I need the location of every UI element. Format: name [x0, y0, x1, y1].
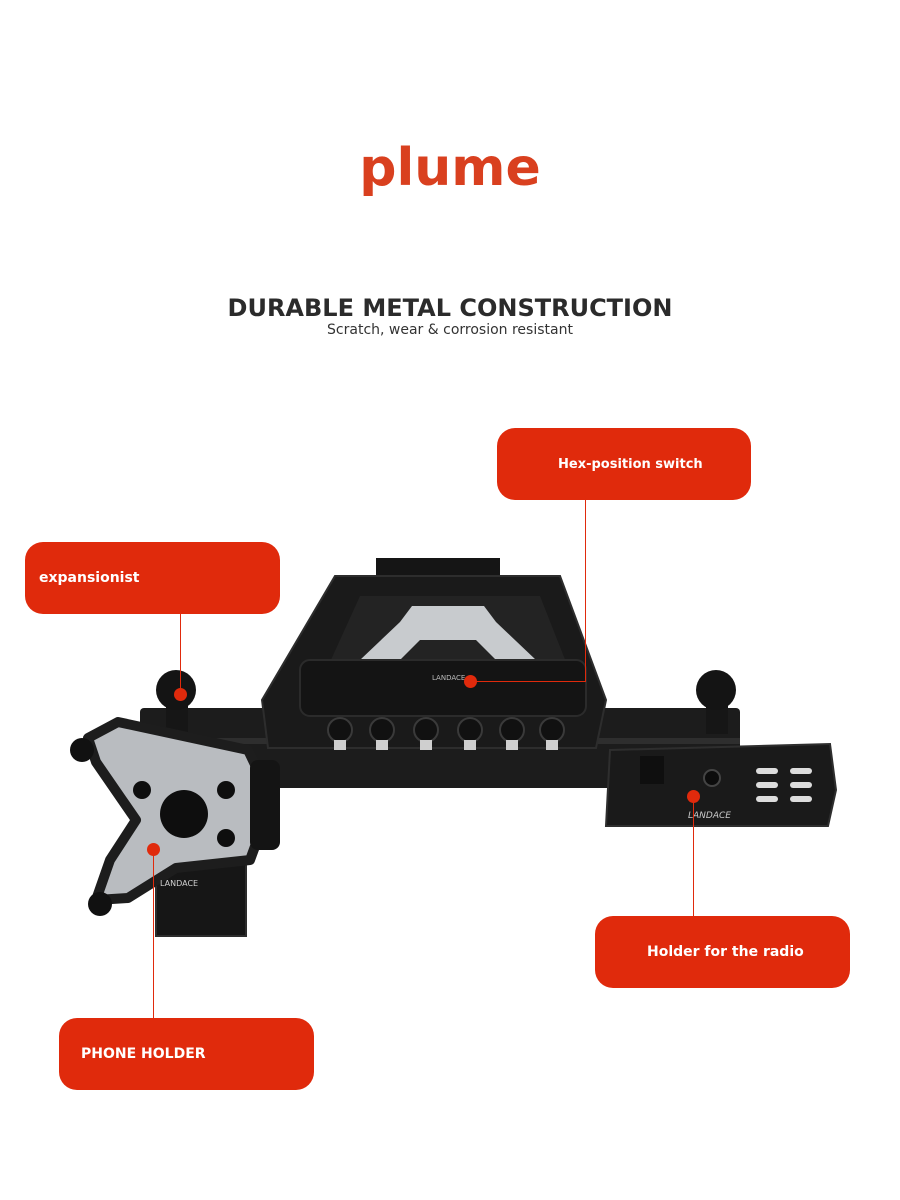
callout-label: PHONE HOLDER	[81, 1046, 206, 1062]
leader-phone-holder	[153, 850, 154, 1018]
callout-label: Holder for the radio	[647, 944, 804, 960]
knob-3	[413, 717, 439, 743]
callout-radio-holder: Holder for the radio	[595, 916, 850, 988]
marker-dot-expansionist	[174, 688, 187, 701]
silver-bracket	[360, 606, 536, 660]
callout-hex-position-switch: Hex-position switch	[497, 428, 751, 500]
knob-5	[499, 717, 525, 743]
callout-label: expansionist	[39, 570, 140, 586]
radio-holder: LANDACE	[604, 742, 838, 827]
marker-dot-hex-switch	[464, 675, 477, 688]
radio-logo: LANDACE	[688, 811, 731, 821]
leader-expansionist	[180, 614, 181, 694]
hex-switch-logo: LANDACE	[432, 674, 465, 682]
phone-logo: LANDACE	[160, 879, 198, 888]
tray-top-clip	[376, 558, 500, 578]
callout-phone-holder: PHONE HOLDER	[59, 1018, 314, 1090]
leader-hex-switch-h	[471, 681, 586, 682]
knob-4	[457, 717, 483, 743]
knob-6	[539, 717, 565, 743]
subheadline: Scratch, wear & corrosion resistant	[327, 322, 573, 338]
callout-expansionist: expansionist	[25, 542, 280, 614]
knob-2	[369, 717, 395, 743]
marker-dot-radio-holder	[687, 790, 700, 803]
headline: DURABLE METAL CONSTRUCTION	[227, 294, 673, 322]
phone-holder: LANDACE	[70, 717, 280, 937]
right-ball-mount	[696, 670, 736, 734]
leader-hex-switch	[585, 500, 586, 682]
callout-label: Hex-position switch	[558, 456, 703, 472]
leader-radio-holder	[693, 798, 694, 916]
hex-switch-bar	[299, 659, 587, 717]
marker-dot-phone-holder	[147, 843, 160, 856]
hex-knobs	[327, 717, 565, 750]
brand-logo-text: plume	[359, 138, 541, 198]
knob-1	[327, 717, 353, 743]
